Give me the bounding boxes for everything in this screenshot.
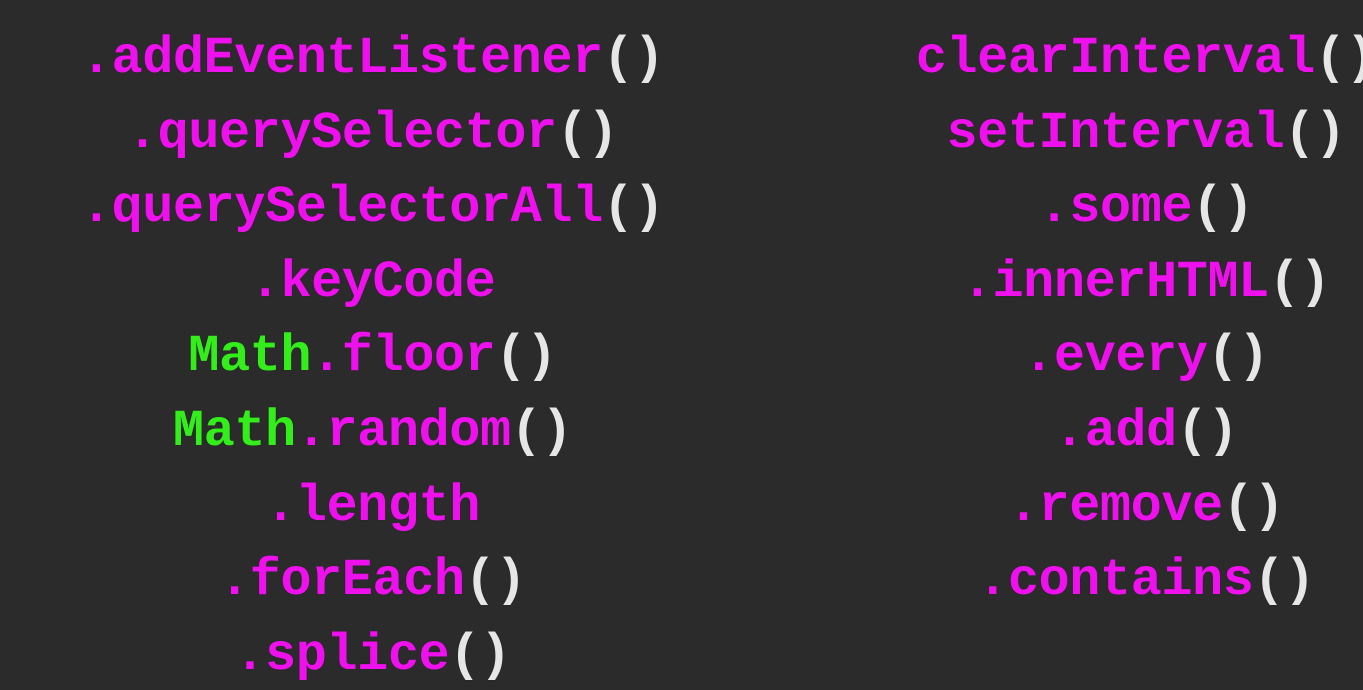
parens: () <box>602 178 665 238</box>
parens: () <box>449 625 511 685</box>
member-name: .querySelector <box>126 103 557 163</box>
member-name: setInterval <box>946 103 1285 163</box>
parens: () <box>510 401 573 461</box>
parens: () <box>464 551 527 611</box>
parens: () <box>602 29 665 88</box>
member-name: .some <box>1038 178 1193 238</box>
method-line: .some() <box>1039 171 1254 246</box>
method-line: .forEach() <box>218 544 527 619</box>
right-method-list: clearInterval() setInterval() .some() .i… <box>840 22 1363 619</box>
member-name: .random <box>295 401 511 461</box>
method-line: clearInterval() <box>916 22 1363 97</box>
member-name: .length <box>265 476 480 536</box>
parens: () <box>556 103 619 163</box>
method-line: .splice() <box>234 619 511 690</box>
method-line: .keyCode <box>250 246 496 321</box>
parens: () <box>1222 476 1285 536</box>
member-name: .every <box>1023 327 1208 387</box>
member-name: .contains <box>977 551 1254 611</box>
member-name: .add <box>1053 401 1177 461</box>
method-line: Math.random() <box>172 395 573 470</box>
member-name: .floor <box>311 327 496 387</box>
left-method-list: .addEventListener() .querySelector() .qu… <box>0 22 745 690</box>
member-name: .innerHTML <box>961 252 1270 312</box>
method-line: Math.floor() <box>188 320 557 395</box>
parens: () <box>1268 252 1331 312</box>
parens: () <box>1192 178 1254 238</box>
member-name: clearInterval <box>915 29 1316 88</box>
member-name: .remove <box>1007 476 1223 536</box>
parens: () <box>495 327 557 387</box>
method-line: .querySelector() <box>126 97 619 172</box>
member-name: .addEventListener <box>80 29 604 88</box>
method-line: .contains() <box>977 544 1315 619</box>
parens: () <box>1207 327 1269 387</box>
method-line: .addEventListener() <box>80 22 665 97</box>
method-line: .innerHTML() <box>961 246 1331 321</box>
method-line: setInterval() <box>946 97 1346 172</box>
method-line: .length <box>265 470 480 545</box>
method-line: .add() <box>1053 395 1239 470</box>
parens: () <box>1253 551 1315 611</box>
member-name: .keyCode <box>249 252 496 312</box>
object-name: Math <box>188 327 312 387</box>
method-line: .every() <box>1023 320 1269 395</box>
member-name: .forEach <box>218 551 465 611</box>
parens: () <box>1176 401 1239 461</box>
parens: () <box>1314 29 1363 88</box>
method-line: .remove() <box>1007 470 1285 545</box>
object-name: Math <box>172 401 296 461</box>
member-name: .splice <box>234 625 450 685</box>
method-line: .querySelectorAll() <box>80 171 665 246</box>
parens: () <box>1284 103 1346 163</box>
member-name: .querySelectorAll <box>80 178 604 238</box>
